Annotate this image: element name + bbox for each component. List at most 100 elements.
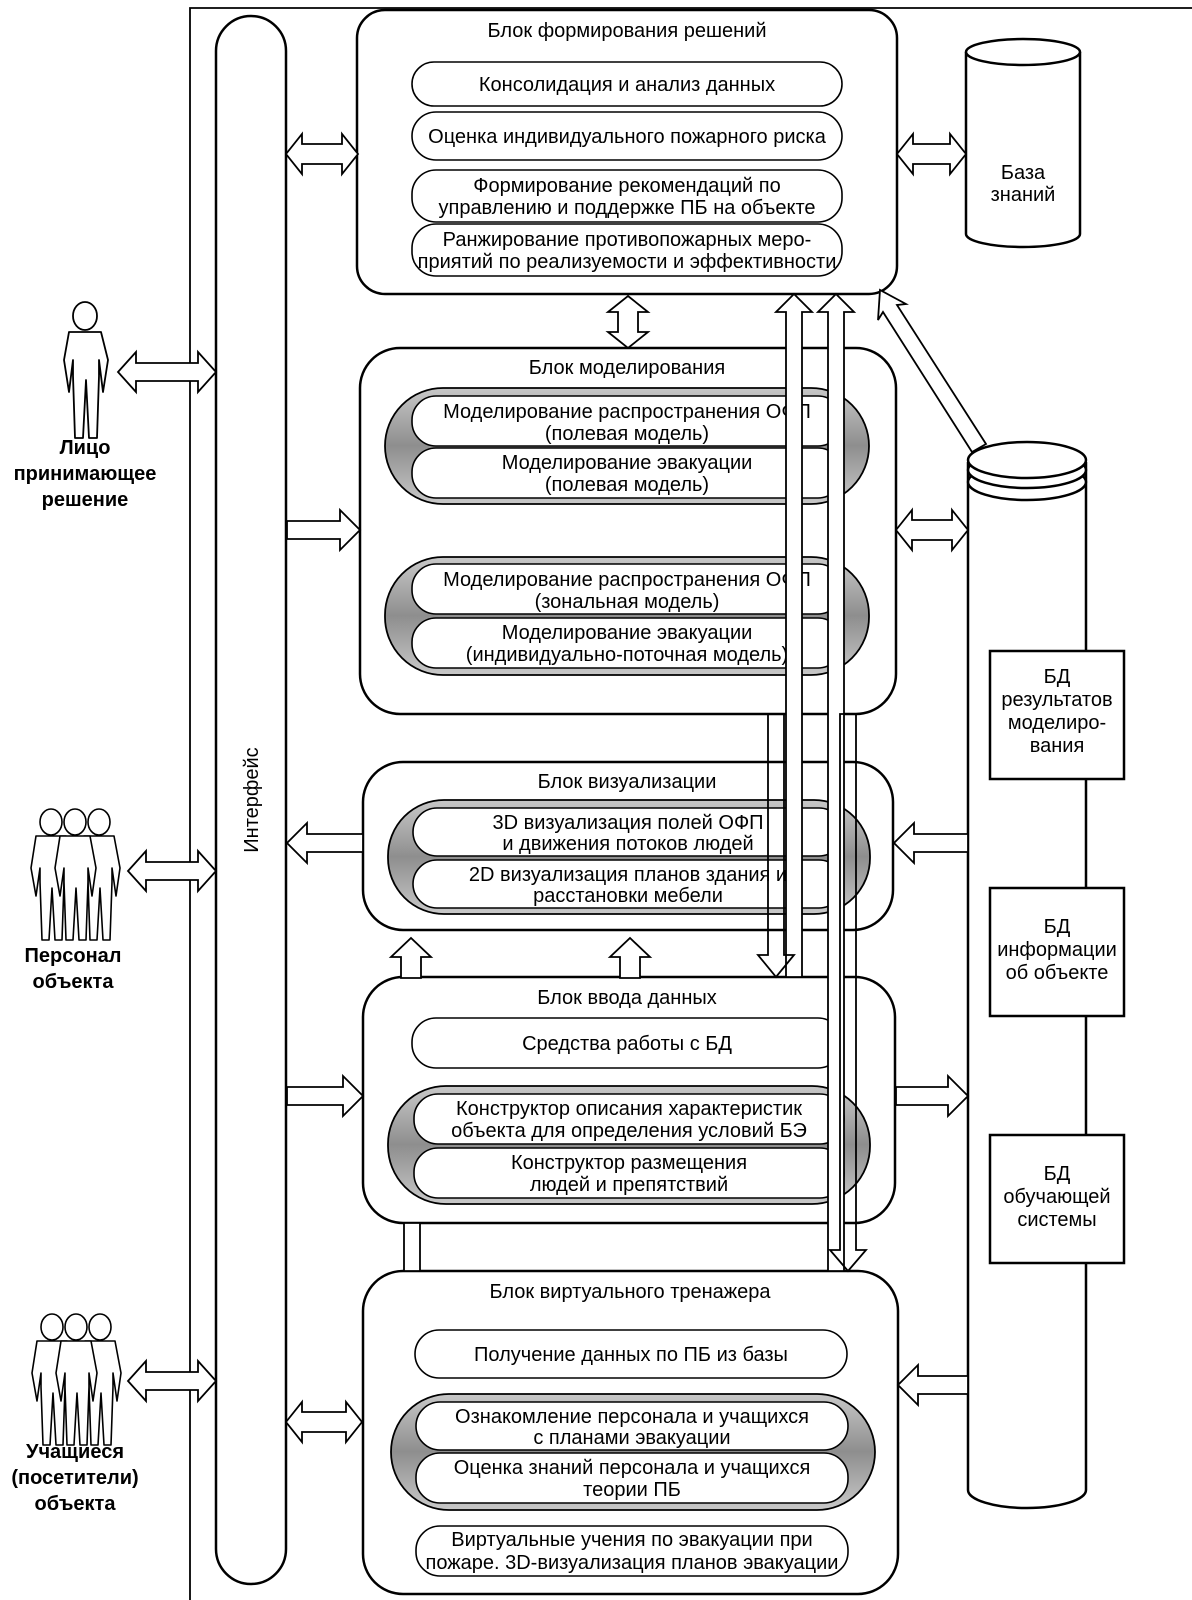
svg-text:обучающей: обучающей (1003, 1186, 1110, 1208)
decision-item: Оценка индивидуального пожарного риска (411, 111, 843, 161)
double-arrow (895, 131, 968, 177)
double-arrow (126, 1358, 218, 1404)
db-modeling-results: БД результатов моделиро- вания (988, 649, 1126, 781)
input-block-title: Блок ввода данных (537, 987, 717, 1009)
outer-frame (189, 7, 1192, 1600)
svg-text:приятий по реализуемости и эфф: приятий по реализуемости и эффективности (418, 251, 837, 273)
knowledge-base-cylinder: База знаний (964, 37, 1082, 249)
interface-bus: Интерфейс (214, 14, 288, 1586)
arrow-right (286, 1073, 365, 1119)
actor-decision-maker: Лицо (60, 437, 111, 459)
modeling-item: Моделирование эвакуации (индивидуально-п… (411, 617, 843, 669)
svg-text:Формирование рекомендаций по: Формирование рекомендаций по (473, 175, 780, 197)
svg-text:Моделирование распространения: Моделирование распространения ОФП (443, 401, 811, 423)
svg-text:База: База (1001, 162, 1046, 184)
databases-cylinder: БД результатов моделиро- вания БД информ… (966, 440, 1126, 1510)
svg-text:Получение данных по ПБ из базы: Получение данных по ПБ из базы (474, 1344, 788, 1366)
arrow-left (892, 820, 969, 866)
double-arrow (284, 1399, 364, 1445)
svg-text:(индивидуально-поточная модель: (индивидуально-поточная модель) (466, 644, 788, 666)
trainer-item: Ознакомление персонала и учащихся с план… (415, 1401, 849, 1451)
arrow-left (896, 1362, 969, 1408)
trainer-item: Получение данных по ПБ из базы (414, 1329, 848, 1379)
svg-text:2D визуализация планов здания: 2D визуализация планов здания и (469, 864, 787, 886)
arrow-right (286, 507, 362, 553)
svg-text:расстановки мебели: расстановки мебели (533, 885, 723, 907)
modeling-block: Блок моделирования Моделирование распрос… (358, 346, 898, 716)
double-arrow (126, 848, 218, 894)
svg-text:результатов: результатов (1001, 689, 1112, 711)
arrow-right (895, 1073, 970, 1119)
svg-text:(зональная модель): (зональная модель) (535, 591, 720, 613)
svg-text:Виртуальные учения по эвакуаци: Виртуальные учения по эвакуации при (451, 1529, 812, 1551)
db-object-info: БД информации об объекте (988, 886, 1126, 1018)
arrow-diagonal (877, 288, 988, 454)
modeling-item: Моделирование эвакуации (полевая модель) (411, 447, 843, 499)
actor-students: (посетители) (11, 1467, 138, 1489)
svg-text:знаний: знаний (991, 184, 1056, 206)
visualization-item: 2D визуализация планов здания и расстано… (412, 859, 844, 909)
svg-text:Моделирование распространения: Моделирование распространения ОФП (443, 569, 811, 591)
trainer-block-title: Блок виртуального тренажера (489, 1281, 771, 1303)
svg-text:(полевая модель): (полевая модель) (545, 474, 709, 496)
svg-text:БД: БД (1044, 666, 1071, 688)
actor-decision-maker: принимающее (14, 463, 157, 485)
modeling-item: Моделирование распространения ОФП (полев… (411, 395, 843, 447)
actor-students: объекта (35, 1493, 117, 1515)
double-arrow (116, 349, 218, 395)
svg-text:(полевая модель): (полевая модель) (545, 423, 709, 445)
svg-text:Ознакомление персонала и учащи: Ознакомление персонала и учащихся (455, 1406, 809, 1428)
svg-text:объекта для определения услови: объекта для определения условий БЭ (451, 1120, 807, 1142)
double-arrow (894, 507, 970, 553)
svg-text:Конструктор размещения: Конструктор размещения (511, 1152, 747, 1174)
svg-text:Оценка знаний персонала и учащ: Оценка знаний персонала и учащихся (454, 1457, 811, 1479)
arrow-up-long (773, 292, 815, 978)
trainer-item: Виртуальные учения по эвакуации при пожа… (415, 1525, 849, 1577)
svg-text:Моделирование эвакуации: Моделирование эвакуации (502, 622, 753, 644)
interface-label: Интерфейс (241, 747, 263, 852)
svg-text:теории ПБ: теории ПБ (583, 1479, 681, 1501)
actor-students: Учащиеся (26, 1441, 124, 1463)
svg-text:3D визуализация полей ОФП: 3D визуализация полей ОФП (492, 812, 763, 834)
svg-text:информации: информации (997, 939, 1117, 961)
input-item: Средства работы с БД (411, 1017, 843, 1069)
visualization-block-title: Блок визуализации (538, 771, 717, 793)
svg-text:управлению и поддержке ПБ на о: управлению и поддержке ПБ на объекте (438, 197, 815, 219)
modeling-item: Моделирование распространения ОФП (зонал… (411, 563, 843, 615)
group-icon (31, 1313, 122, 1446)
svg-text:БД: БД (1044, 916, 1071, 938)
svg-text:системы: системы (1017, 1209, 1096, 1231)
visualization-block: Блок визуализации 3D визуализация полей … (361, 760, 895, 932)
svg-text:об объекте: об объекте (1006, 962, 1109, 984)
arrow-up-long (815, 292, 857, 1272)
actor-staff: Персонал (25, 945, 122, 967)
arrow-left (285, 820, 364, 866)
svg-text:пожаре. 3D-визуализация планов: пожаре. 3D-визуализация планов эвакуации (426, 1552, 839, 1574)
trainer-block: Блок виртуального тренажера Получение да… (361, 1269, 900, 1596)
arrow-down-long (828, 713, 868, 1273)
arrow-up (607, 936, 653, 979)
decision-block-title: Блок формирования решений (487, 20, 766, 42)
svg-text:моделиро-: моделиро- (1008, 712, 1106, 734)
svg-text:Оценка индивидуального пожарно: Оценка индивидуального пожарного риска (428, 126, 827, 148)
svg-text:Конструктор описания характери: Конструктор описания характеристик (456, 1098, 802, 1120)
decision-item: Консолидация и анализ данных (411, 61, 843, 107)
visualization-item: 3D визуализация полей ОФП и движения пот… (412, 807, 844, 857)
svg-text:и движения потоков людей: и движения потоков людей (502, 833, 753, 855)
decision-block: Блок формирования решений Консолидация и… (355, 8, 899, 296)
svg-text:вания: вания (1030, 735, 1085, 757)
person-icon (63, 301, 109, 439)
group-icon (30, 808, 121, 941)
arrow-down-long (756, 713, 796, 979)
modeling-block-title: Блок моделирования (529, 357, 725, 379)
decision-item: Ранжирование противопожарных меро- прият… (411, 223, 843, 277)
double-arrow (284, 131, 360, 177)
actor-decision-maker: решение (42, 489, 129, 511)
svg-text:БД: БД (1044, 1163, 1071, 1185)
input-item: Конструктор описания характеристик объек… (413, 1093, 845, 1145)
svg-text:с планами эвакуации: с планами эвакуации (533, 1427, 730, 1449)
svg-text:Средства работы с БД: Средства работы с БД (522, 1033, 732, 1055)
svg-text:Моделирование эвакуации: Моделирование эвакуации (502, 452, 753, 474)
double-arrow (605, 294, 651, 350)
